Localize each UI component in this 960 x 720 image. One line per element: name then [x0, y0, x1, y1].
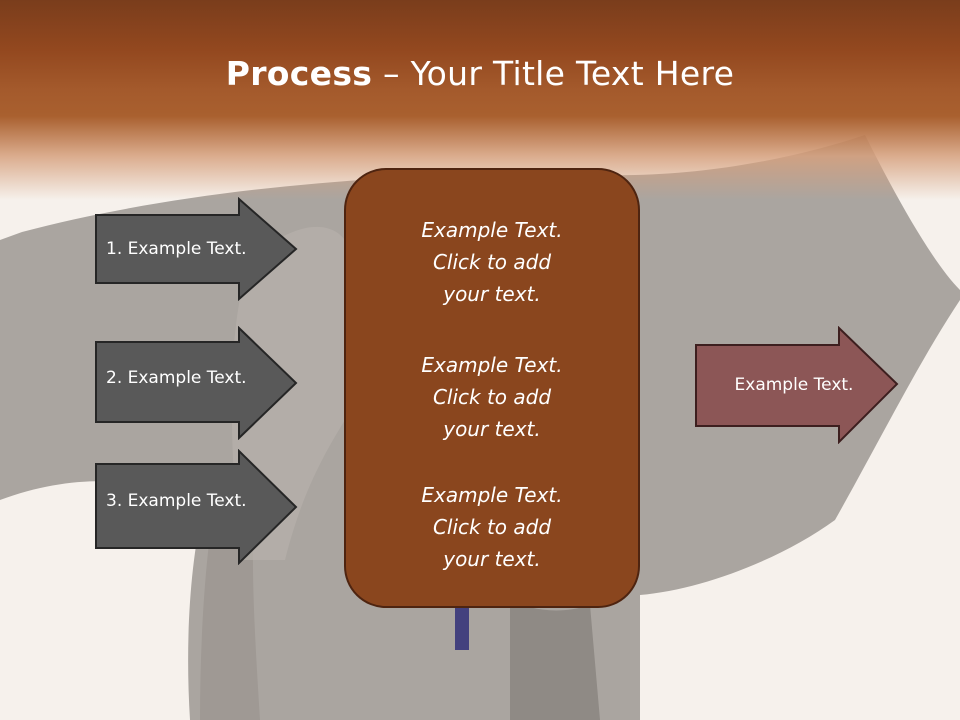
left-arrow-label: 3. Example Text.	[106, 491, 247, 511]
left-arrow-1[interactable]: 1. Example Text.	[94, 197, 298, 301]
center-text-line: your text.	[443, 547, 541, 571]
left-arrow-2[interactable]: 2. Example Text.	[94, 326, 298, 440]
left-arrow-label: 2. Example Text.	[106, 368, 247, 388]
center-text-line: Example Text.	[421, 483, 563, 507]
header-band	[0, 0, 960, 200]
center-text-line: your text.	[443, 282, 541, 306]
center-text-block-2[interactable]: Example Text. Click to add your text.	[346, 349, 638, 445]
center-text-block-1[interactable]: Example Text. Click to add your text.	[346, 214, 638, 310]
center-text-line: Click to add	[432, 250, 552, 274]
center-text-line: Example Text.	[421, 353, 563, 377]
right-arrow[interactable]: Example Text.	[694, 326, 900, 444]
left-arrow-label: 1. Example Text.	[106, 239, 247, 259]
center-text-line: Example Text.	[421, 218, 563, 242]
left-arrow-3[interactable]: 3. Example Text.	[94, 449, 298, 565]
title-rest: – Your Title Text Here	[372, 54, 735, 93]
center-text-line: your text.	[443, 417, 541, 441]
center-text-block-3[interactable]: Example Text. Click to add your text.	[346, 479, 638, 575]
title-bold: Process	[225, 54, 373, 93]
slide-title[interactable]: Process – Your Title Text Here	[0, 52, 960, 96]
figure-hand	[510, 600, 600, 720]
center-text-box[interactable]: Example Text. Click to add your text. Ex…	[344, 168, 640, 608]
figure-detail	[455, 600, 469, 650]
center-text-line: Click to add	[432, 515, 552, 539]
right-arrow-label: Example Text.	[734, 375, 854, 395]
center-text-line: Click to add	[432, 385, 552, 409]
